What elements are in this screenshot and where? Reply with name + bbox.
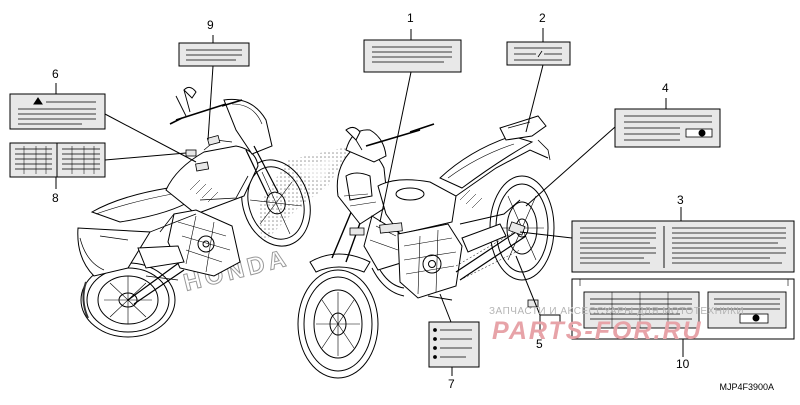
watermark-tagline: ЗАПЧАСТИ И АКСЕССУАРЫ ДЛЯ МОТОТЕХНИКИ (489, 306, 745, 317)
callout-6: 6 (52, 67, 59, 81)
diagram-reference-code: MJP4F3900A (719, 382, 774, 392)
label-box-7 (428, 321, 480, 368)
callout-3: 3 (677, 193, 684, 207)
label-box-4 (614, 108, 721, 148)
label-box-3 (571, 220, 795, 273)
callout-9: 9 (207, 18, 214, 32)
callout-2: 2 (539, 11, 546, 25)
callout-10: 10 (676, 357, 690, 371)
callout-5: 5 (536, 337, 543, 351)
callout-7: 7 (448, 377, 455, 391)
motorcycle-rear-view (77, 86, 311, 338)
watermark-site-name: PARTS-FOR.RU (492, 317, 703, 345)
label-box-10 (571, 278, 795, 340)
motorcycle-front-view (297, 115, 555, 379)
callout-8: 8 (52, 191, 59, 205)
label-box-1 (363, 39, 462, 73)
label-box-8 (9, 142, 106, 178)
callout-4: 4 (662, 81, 669, 95)
callout-1: 1 (407, 11, 414, 25)
front-wheel-right-bike (297, 269, 379, 379)
leader-lines (55, 28, 789, 376)
label-box-6 (9, 93, 106, 130)
honda-wing-emblem (258, 146, 352, 244)
label-box-2 (506, 41, 571, 66)
label-box-9 (178, 42, 250, 67)
